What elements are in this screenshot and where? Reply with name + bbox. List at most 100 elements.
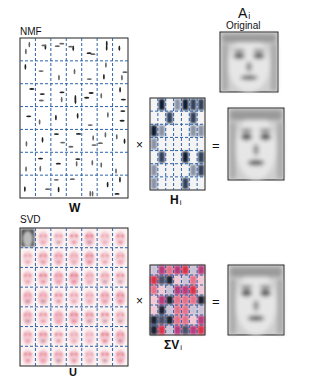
- basis-part: [55, 115, 57, 121]
- eigenface-eye: [106, 294, 109, 297]
- eigenface: [23, 251, 33, 266]
- eigenface-eye: [101, 353, 104, 356]
- basis-part: [89, 92, 94, 94]
- basis-part: [45, 188, 50, 190]
- eigenface-mouth: [56, 241, 60, 243]
- eigenface-eye: [116, 353, 119, 356]
- eigenface: [84, 310, 94, 325]
- nmf-basis-grid: [20, 38, 128, 198]
- eigenface-eye: [55, 313, 58, 316]
- eigenface-mouth: [56, 300, 60, 302]
- grid-line: [20, 106, 128, 107]
- eigenface-mouth: [103, 281, 107, 283]
- face-skin: [236, 272, 276, 335]
- basis-part: [103, 74, 105, 80]
- eigenface-eye: [55, 274, 58, 277]
- face-frame: [228, 265, 284, 335]
- face-shading: [230, 110, 283, 180]
- grid-line: [150, 137, 205, 138]
- eigenface: [54, 251, 64, 266]
- eigenface-mouth: [56, 340, 60, 342]
- eigenface: [84, 271, 94, 286]
- eigenface-eye: [86, 235, 89, 238]
- eigenface-mouth: [26, 359, 30, 361]
- eigenface-eye: [86, 254, 89, 257]
- eigenface-eye: [106, 333, 109, 336]
- eigenface: [100, 251, 110, 266]
- encoding-cell: [198, 152, 204, 163]
- face-edge: [230, 279, 236, 334]
- basis-part: [59, 43, 64, 45]
- basis-part: [55, 45, 60, 47]
- grid-line: [20, 152, 128, 153]
- encoding-cell: [151, 276, 158, 285]
- eigenface-eye: [70, 235, 73, 238]
- face-brow: [252, 49, 265, 52]
- eigenface-mouth: [118, 320, 122, 322]
- encoding-values: [151, 266, 205, 335]
- grid-line: [20, 306, 128, 307]
- eigenface-mouth: [56, 261, 60, 263]
- encoding-cell: [198, 165, 204, 176]
- eigenface-eye: [121, 235, 124, 238]
- grid-line: [20, 326, 128, 327]
- eigenface-mouth: [87, 300, 91, 302]
- grid-line: [197, 98, 198, 190]
- grid-line: [150, 124, 205, 125]
- eigenface-eye: [59, 313, 62, 316]
- nmf-reconstruction: [228, 108, 284, 180]
- basis-part: [58, 187, 60, 193]
- face-edge: [277, 279, 283, 334]
- basis-part: [92, 135, 94, 141]
- eigenface-eye: [59, 353, 62, 356]
- encoding-cell: [151, 125, 157, 136]
- eigenface-eye: [55, 235, 58, 238]
- eigenface-eye: [101, 235, 104, 238]
- encoding-cell: [182, 296, 189, 305]
- encoding-cell: [151, 286, 158, 295]
- eigenface-mouth: [41, 300, 45, 302]
- eigenface-mouth: [87, 340, 91, 342]
- encoding-cell: [174, 266, 181, 275]
- eigenface-eye: [75, 353, 78, 356]
- encoding-cell: [182, 306, 189, 315]
- basis-part: [59, 91, 64, 93]
- eigenface-eye: [24, 353, 27, 356]
- grid-line: [20, 175, 128, 176]
- grid-line: [20, 60, 128, 61]
- matrix-label: U: [69, 367, 77, 378]
- grid-line: [181, 98, 182, 190]
- grid-line: [189, 98, 190, 190]
- subscript: i: [180, 344, 182, 352]
- face-mouth: [248, 315, 265, 321]
- basis-part: [100, 162, 102, 168]
- eigenface-eye: [70, 294, 73, 297]
- encoding-cell: [182, 276, 189, 285]
- eigenface-eye: [24, 333, 27, 336]
- grid-line: [81, 38, 82, 198]
- eigenface: [54, 330, 64, 345]
- eigenface-eye: [44, 254, 47, 257]
- encoding-cell: [166, 276, 173, 285]
- svd-reconstruction: [228, 265, 284, 335]
- svd-basis-grid: [20, 228, 128, 366]
- eigenface-eye: [55, 333, 58, 336]
- eigenface-mouth: [87, 320, 91, 322]
- eigenface-mouth: [26, 340, 30, 342]
- eigenface-eye: [28, 294, 31, 297]
- eigenface-mouth: [118, 340, 122, 342]
- eigenface-mouth: [103, 340, 107, 342]
- basis-part: [39, 100, 44, 102]
- eigenface-eye: [121, 254, 124, 257]
- encoding-cell: [190, 286, 197, 295]
- eigenface-eye: [121, 353, 124, 356]
- basis-part: [70, 178, 75, 180]
- grid-line: [66, 38, 67, 198]
- eigenface-eye: [28, 254, 31, 257]
- eigenface-mouth: [41, 359, 45, 361]
- face-eye: [260, 133, 271, 140]
- eigenface-eye: [59, 294, 62, 297]
- encoding-cell: [190, 125, 196, 136]
- encoding-cell: [158, 326, 165, 335]
- grid-ground: [20, 228, 128, 366]
